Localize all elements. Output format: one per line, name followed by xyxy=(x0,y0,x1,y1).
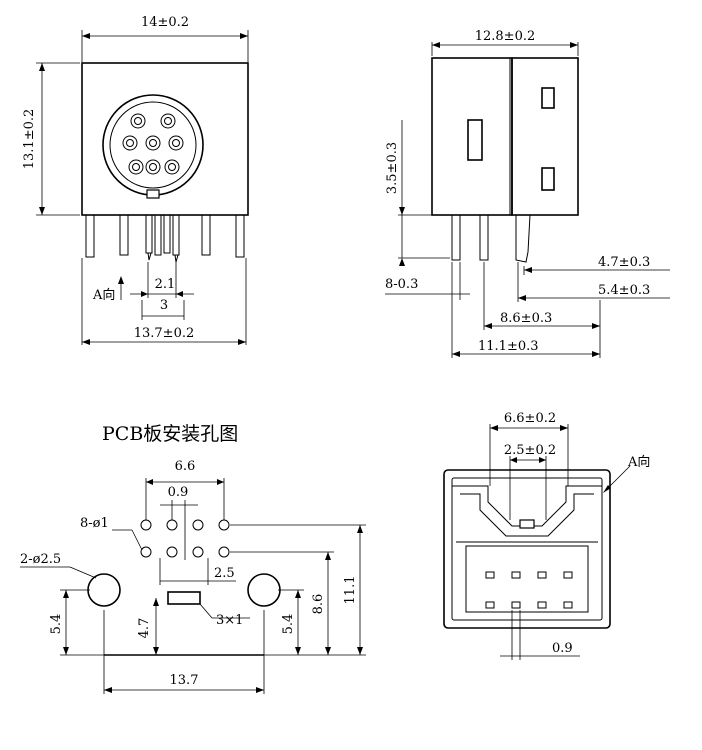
pcb-bottom-width: 13.7 xyxy=(170,673,199,688)
pcb-post-spec: 2-ø2.5 xyxy=(20,552,61,567)
pin xyxy=(145,135,161,151)
front-height: 13.1±0.2 xyxy=(22,109,37,170)
pcb-layout-view: PCB板安装孔图 6.6 0.9 8-ø1 2-ø2.5 xyxy=(20,423,366,694)
pin xyxy=(168,135,184,151)
side-pin-width: 8-0.3 xyxy=(385,277,418,292)
side-top-width: 12.8±0.2 xyxy=(475,29,536,44)
front-top-width: 14±0.2 xyxy=(141,15,189,30)
front-bottom-width: 13.7±0.2 xyxy=(134,326,195,341)
pcb-center-height: 4.7 xyxy=(137,618,152,639)
side-slot-lower xyxy=(541,167,555,191)
pcb-left-height: 5.4 xyxy=(49,614,64,635)
bottom-outer-shell xyxy=(443,469,611,629)
connector-face-inner xyxy=(109,101,197,189)
pcb-title: PCB板安装孔图 xyxy=(102,423,238,445)
side-dim-b: 5.4±0.3 xyxy=(598,283,650,298)
front-body-outline xyxy=(81,62,249,216)
bottom-width-mid: 2.5±0.2 xyxy=(504,443,556,458)
side-front-shell xyxy=(431,57,513,216)
pcb-height-111: 11.1 xyxy=(343,576,358,605)
pcb-pitch: 0.9 xyxy=(168,485,189,500)
bottom-direction-label: A向 xyxy=(627,454,650,470)
pcb-slot xyxy=(167,591,201,605)
side-dim-d: 11.1±0.3 xyxy=(478,339,539,354)
side-view: 12.8±0.2 3.5±0.3 8-0.3 4.7±0.3 5.4±0.3 8… xyxy=(385,29,670,358)
bottom-pin-block xyxy=(465,545,589,613)
pin xyxy=(145,159,161,175)
side-dim-a: 4.7±0.3 xyxy=(598,255,650,270)
pin xyxy=(164,159,180,175)
front-direction-label: A向 xyxy=(92,287,115,303)
front-view: 14±0.2 13.1±0.2 A向 2.1 3 13.7±0.2 xyxy=(22,15,249,345)
pin xyxy=(122,135,138,151)
side-dim-c: 8.6±0.3 xyxy=(500,311,552,326)
side-latch-window xyxy=(467,119,483,161)
bottom-view: 6.6±0.2 2.5±0.2 A向 0.9 xyxy=(443,411,650,660)
pin xyxy=(130,113,146,129)
pin xyxy=(160,113,176,129)
pcb-slot-label: 3×1 xyxy=(216,613,243,628)
front-pin-span: 3 xyxy=(160,298,168,313)
connector-pins xyxy=(122,113,184,175)
side-height: 3.5±0.3 xyxy=(385,142,400,194)
side-slot-upper xyxy=(541,87,555,109)
pin xyxy=(128,159,144,175)
front-pin-pitch: 2.1 xyxy=(155,277,176,292)
pcb-hole-spec: 8-ø1 xyxy=(80,516,109,531)
bottom-pins xyxy=(485,571,573,609)
pcb-right-height: 5.4 xyxy=(281,614,296,635)
pcb-row-gap: 2.5 xyxy=(214,566,235,581)
connector-face-outer xyxy=(102,94,204,196)
pcb-post-right xyxy=(247,573,281,607)
connector-key xyxy=(146,189,160,199)
side-rear-shell xyxy=(511,57,579,216)
bottom-pitch: 0.9 xyxy=(552,641,573,656)
pcb-post-left xyxy=(87,573,121,607)
pcb-width-holes: 6.6 xyxy=(175,459,196,474)
bottom-width-top: 6.6±0.2 xyxy=(504,411,556,426)
front-legs xyxy=(85,214,245,263)
pcb-height-86: 8.6 xyxy=(311,594,326,615)
